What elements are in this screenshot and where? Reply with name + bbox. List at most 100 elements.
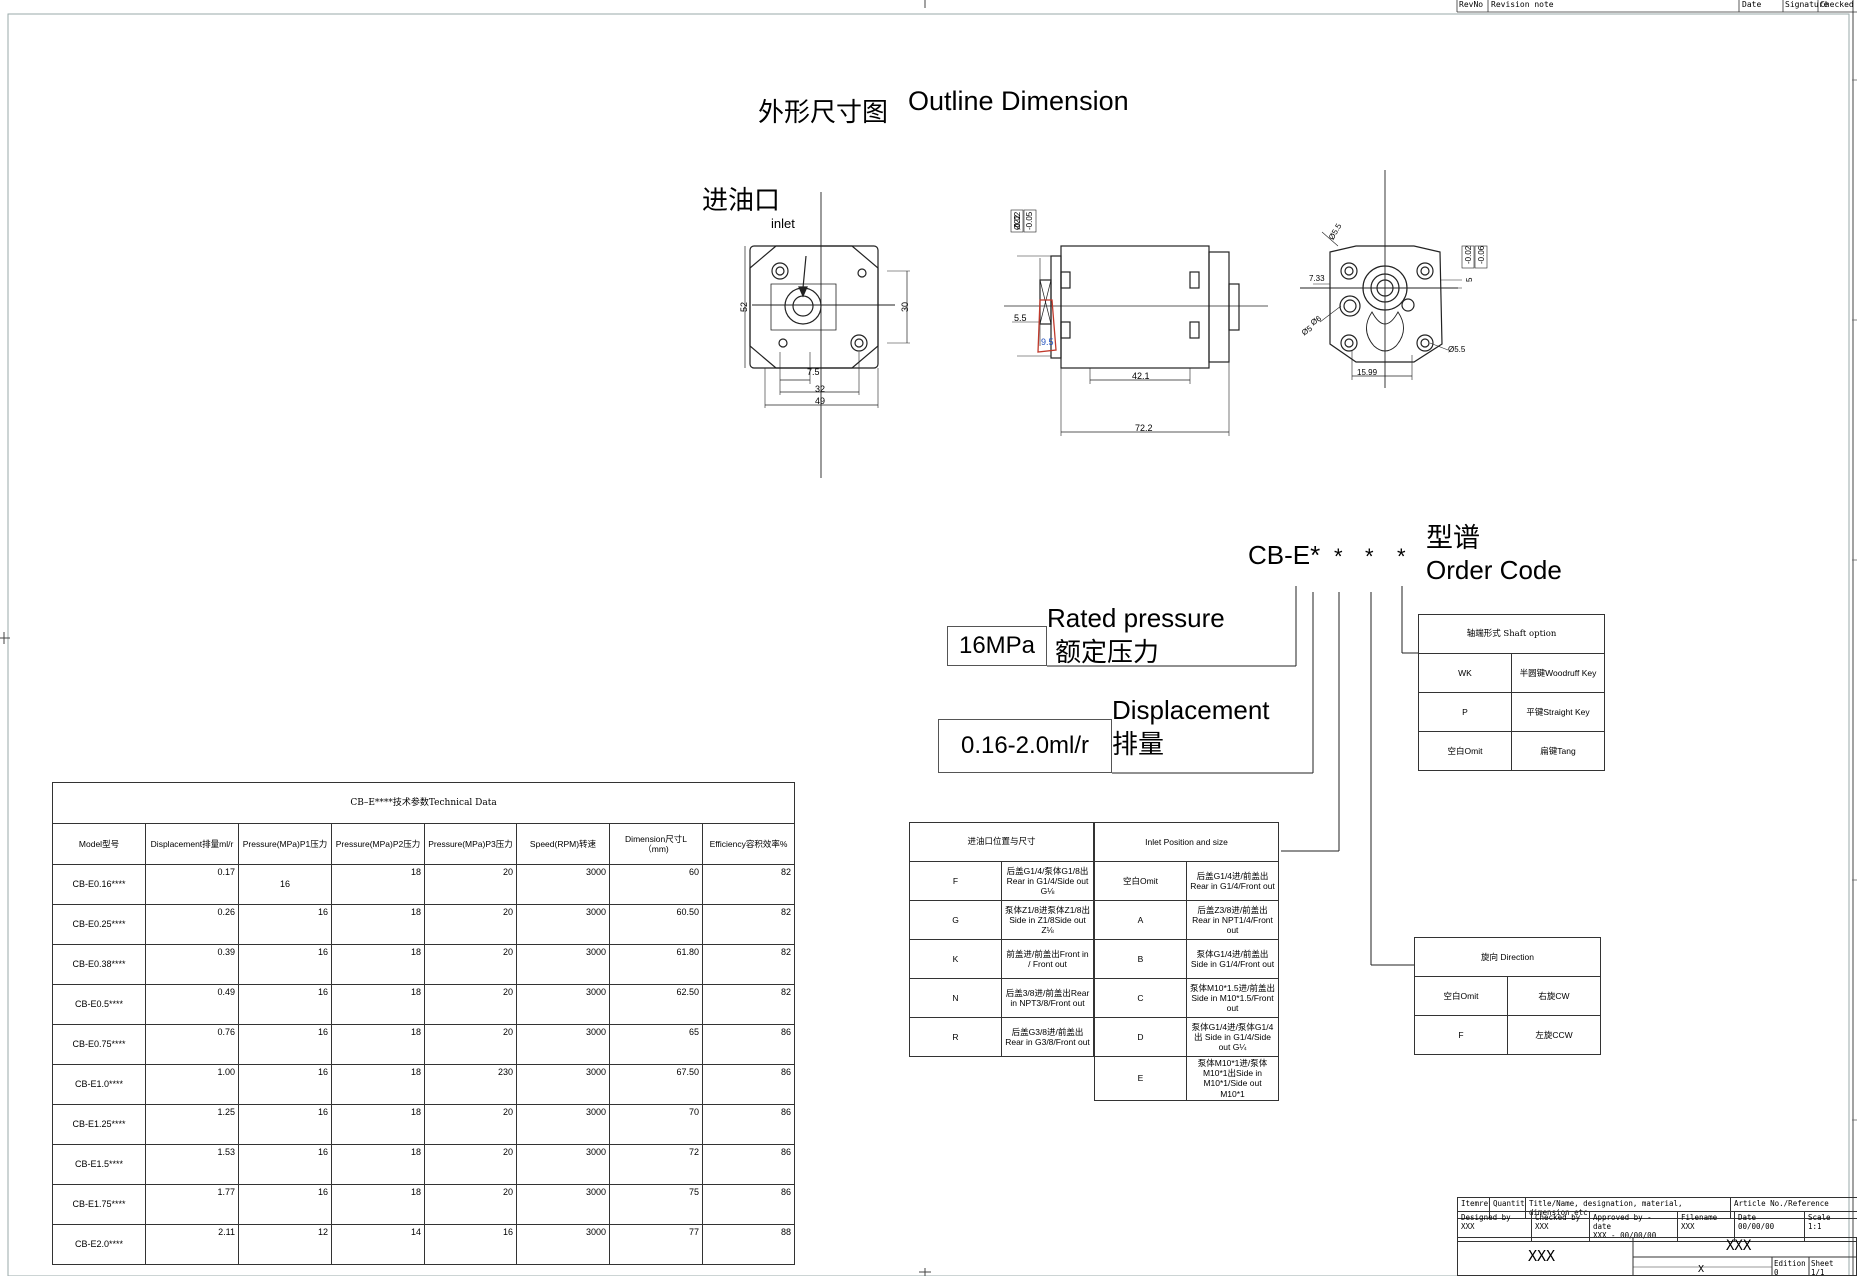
cell-p3: 20 xyxy=(424,864,517,905)
table-row: CB-E0.38**** 0.39 16 18 20 3000 61.80 82 xyxy=(52,944,796,985)
cell-code: G xyxy=(909,900,1002,940)
cell-efficiency: 82 xyxy=(701,864,796,905)
cell-p1: 16 xyxy=(238,944,332,985)
cell-p1: 16 xyxy=(238,1104,332,1145)
cell-displacement: 1.77 xyxy=(145,1184,239,1225)
tb-sheet-value: 1/1 xyxy=(1811,1268,1825,1276)
title-block-frame xyxy=(1457,1237,1857,1276)
cell-p2: 18 xyxy=(331,864,425,905)
shaft-option-header: 轴端形式 Shaft option xyxy=(1418,614,1605,654)
dim-side-shaft: 5.5 xyxy=(1014,313,1027,323)
direction-header: 旋向 Direction xyxy=(1414,937,1601,977)
order-code-label-chinese: 型谱 xyxy=(1426,523,1480,554)
cell-p2: 18 xyxy=(331,944,425,985)
revision-date-label: Date xyxy=(1742,0,1762,9)
cell-model: CB-E0.25**** xyxy=(52,904,146,945)
cell-displacement: 1.00 xyxy=(145,1064,239,1105)
technical-data-header-row: Model型号 Displacement排量ml/r Pressure(MPa)… xyxy=(52,823,796,865)
cell-code: 空白Omit xyxy=(1094,861,1187,901)
cell-p1: 16 xyxy=(238,984,332,1025)
cell-dimension: 61.80 xyxy=(609,944,703,985)
cell-dimension: 72 xyxy=(609,1144,703,1185)
cell-p1: 16 xyxy=(238,1024,332,1065)
tb-date-value: 00/00/00 xyxy=(1738,1222,1775,1231)
th-speed: Speed(RPM)转速 xyxy=(516,823,610,865)
dim-side-key: 9.5 xyxy=(1041,337,1054,347)
order-code-label-english: Order Code xyxy=(1426,555,1562,585)
cell-model: CB-E2.0**** xyxy=(52,1224,146,1265)
cell-p3: 20 xyxy=(424,1184,517,1225)
cell-model: CB-E1.5**** xyxy=(52,1144,146,1185)
cell-model: CB-E0.38**** xyxy=(52,944,146,985)
cell-efficiency: 86 xyxy=(701,1024,796,1065)
cell-displacement: 0.39 xyxy=(145,944,239,985)
tb-designed-by-label: Designed by xyxy=(1461,1213,1511,1222)
cell-code: E xyxy=(1094,1056,1187,1101)
table-row: CB-E0.5**** 0.49 16 18 20 3000 62.50 82 xyxy=(52,984,796,1025)
cell-p3: 230 xyxy=(424,1064,517,1105)
cell-speed: 3000 xyxy=(516,1104,610,1145)
rated-pressure-value: 16MPa xyxy=(947,626,1047,666)
cell-speed: 3000 xyxy=(516,984,610,1025)
cell-efficiency: 82 xyxy=(701,904,796,945)
th-displacement: Displacement排量ml/r xyxy=(145,823,239,865)
cell-speed: 3000 xyxy=(516,864,610,905)
order-code-star-3: * xyxy=(1397,544,1406,569)
revision-note-label: Revision note xyxy=(1491,0,1554,9)
cell-p2: 18 xyxy=(331,1144,425,1185)
cell-speed: 3000 xyxy=(516,1184,610,1225)
table-row: CB-E1.25**** 1.25 16 18 20 3000 70 86 xyxy=(52,1104,796,1145)
dim-front-bolt-spacing: 30 xyxy=(900,301,911,313)
tb-scale-value: 1:1 xyxy=(1808,1222,1822,1231)
table-row: CB-E1.75**** 1.77 16 18 20 3000 75 86 xyxy=(52,1184,796,1225)
cell-model: CB-E1.75**** xyxy=(52,1184,146,1225)
tb-checked-by-value: XXX xyxy=(1535,1222,1549,1231)
cell-dimension: 60.50 xyxy=(609,904,703,945)
cell-p1: 16 xyxy=(238,904,332,945)
dim-front-bolt-width: 32 xyxy=(815,384,826,394)
cell-code: A xyxy=(1094,900,1187,940)
tb-sheet-label: Sheet xyxy=(1811,1259,1834,1268)
cell-p1: 16 xyxy=(238,1184,332,1225)
tb-filename-value: XXX xyxy=(1681,1222,1695,1231)
cell-code: N xyxy=(909,978,1002,1018)
dim-side-length: 72.2 xyxy=(1135,423,1153,433)
cell-p2: 18 xyxy=(331,1064,425,1105)
technical-data-caption: CB–E****技术参数Technical Data xyxy=(51,782,796,824)
cell-code: WK xyxy=(1418,653,1512,693)
dim-rear-tol-upper: -0.02 xyxy=(1464,245,1473,264)
cell-description: 左旋CCW xyxy=(1507,1015,1601,1055)
th-pressure-p3: Pressure(MPa)P3压力 xyxy=(424,823,517,865)
cell-p3: 20 xyxy=(424,1144,517,1185)
cell-efficiency: 86 xyxy=(701,1064,796,1105)
cell-p3: 20 xyxy=(424,1104,517,1145)
th-efficiency: Efficiency容积效率% xyxy=(701,823,796,865)
dim-rear-tol-lower: -0.06 xyxy=(1477,245,1486,264)
dim-side-tol-upper: -0.02 xyxy=(1013,211,1022,230)
cell-description: 后盖G1/4进/前盖出 Rear in G1/4/Front out xyxy=(1185,861,1280,901)
cell-description: 泵体Z1/8进泵体Z1/8出 Side in Z1/8Side out Z⅛ xyxy=(1000,900,1095,940)
cell-description: 泵体M10*1.5进/前盖出 Side in M10*1.5/Front out xyxy=(1185,978,1280,1018)
cell-code: R xyxy=(909,1017,1002,1057)
cell-speed: 3000 xyxy=(516,904,610,945)
front-view xyxy=(744,192,910,478)
cell-displacement: 0.26 xyxy=(145,904,239,945)
cell-dimension: 67.50 xyxy=(609,1064,703,1105)
displacement-label-english: Displacement xyxy=(1112,695,1270,725)
dim-side-body: 42.1 xyxy=(1132,371,1150,381)
cell-code: D xyxy=(1094,1017,1187,1057)
cell-p3: 20 xyxy=(424,944,517,985)
tb-approved-by-value: XXX - 00/00/00 xyxy=(1593,1231,1657,1240)
